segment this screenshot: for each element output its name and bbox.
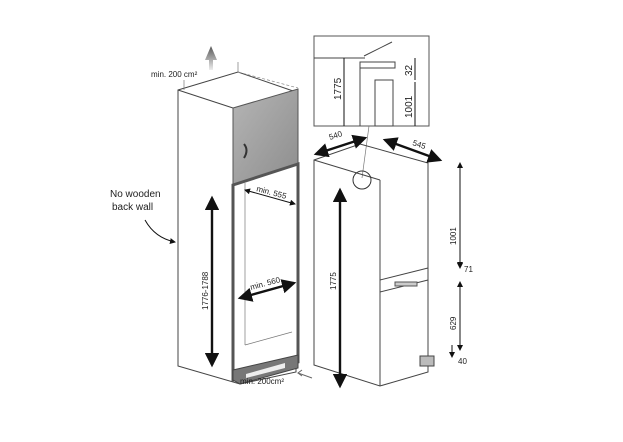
appliance-middle-gap: 71 <box>464 265 473 274</box>
appliance-width: 540 <box>328 129 344 142</box>
niche-height-label: 1776-1788 <box>201 271 210 310</box>
appliance-bottom-gap: 40 <box>458 357 467 366</box>
back-wall-note-line1: No wooden <box>110 189 161 200</box>
vent-top-label: min. 200 cm² <box>151 70 198 79</box>
top-vent-arrow-icon <box>205 46 217 70</box>
appliance-upper-height: 1001 <box>449 227 458 245</box>
depth-dimension <box>382 137 443 163</box>
detail-gap: 32 <box>404 64 415 76</box>
appliance-lower-height: 629 <box>449 316 458 330</box>
detail-height-upper: 1001 <box>404 95 415 118</box>
appliance-depth: 545 <box>411 138 427 151</box>
back-wall-note-line2: back wall <box>112 202 153 213</box>
vent-bottom-label: min. 200cm² <box>240 377 284 386</box>
detail-callout-circle <box>352 170 372 190</box>
detail-height-total: 1775 <box>333 77 344 100</box>
appliance-total-height: 1775 <box>329 272 338 290</box>
appliance: 540 545 1001 71 1775 629 40 <box>313 129 473 389</box>
niche-width-dimension <box>237 279 297 302</box>
door-handle <box>243 143 248 159</box>
detail-inset: 1775 32 1001 <box>313 35 430 179</box>
width-dimension <box>313 134 368 158</box>
niche-depth-dimension <box>244 188 296 206</box>
back-wall-pointer-arrow <box>144 219 176 244</box>
cabinet: min. 200 cm² No wooden back wall min. 55… <box>110 46 313 386</box>
bottom-vent-arrow-icon <box>296 369 313 379</box>
